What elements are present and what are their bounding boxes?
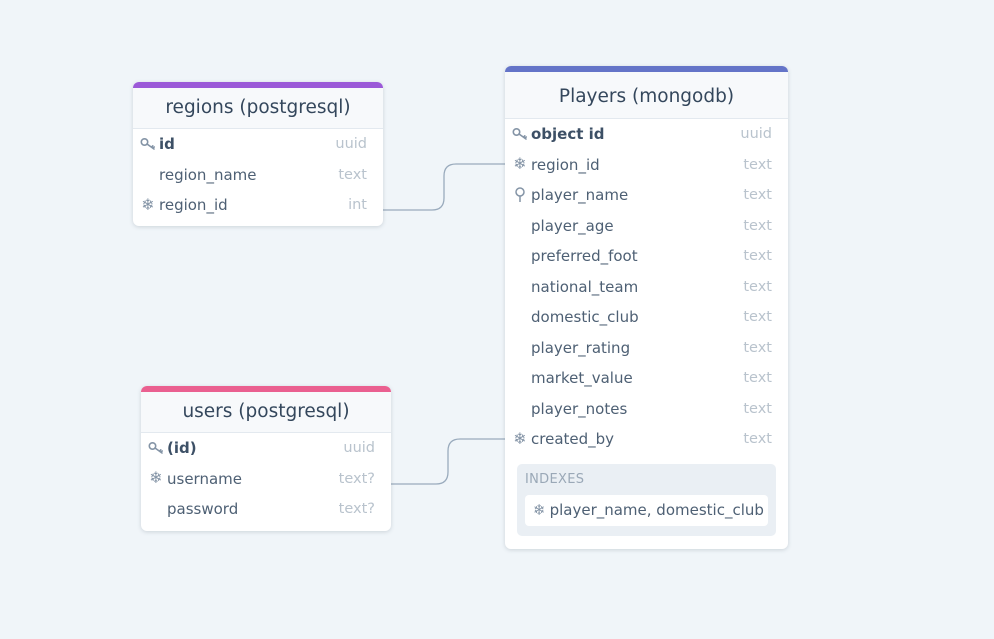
- key-icon: [148, 433, 164, 463]
- field-row[interactable]: player_notes text: [505, 394, 788, 425]
- field-name: region_name: [159, 165, 257, 184]
- field-row[interactable]: password text?: [141, 494, 391, 525]
- field-row[interactable]: preferred_foot text: [505, 241, 788, 272]
- field-type: uuid: [335, 136, 367, 152]
- field-type: text: [743, 431, 772, 447]
- field-name: national_team: [531, 277, 639, 296]
- field-row[interactable]: region_name text: [133, 160, 383, 191]
- key-icon: [140, 129, 156, 159]
- field-name: created_by: [531, 430, 615, 448]
- users-accent-bar: [141, 386, 391, 392]
- field-name: domestic_club: [531, 308, 639, 326]
- field-row[interactable]: (id) uuid: [141, 433, 391, 464]
- field-type: text: [743, 217, 772, 234]
- field-row[interactable]: domestic_club text: [505, 302, 788, 333]
- regions-table[interactable]: regions (postgresql) id uuid region_name te…: [133, 82, 383, 226]
- index-item[interactable]: ❄player_name, domestic_club: [525, 494, 768, 526]
- field-name: (id): [167, 439, 197, 457]
- field-type: text: [743, 156, 772, 173]
- users-table[interactable]: users (postgresql) (id) uuid ❄username text…: [141, 386, 391, 531]
- users-fields: (id) uuid ❄username text? password text?: [141, 433, 391, 525]
- field-type: text: [743, 248, 772, 264]
- field-type: uuid: [740, 126, 772, 142]
- field-row[interactable]: player_age text: [505, 211, 788, 242]
- regions-accent-bar: [133, 82, 383, 88]
- field-row[interactable]: ❄region_id text: [505, 150, 788, 181]
- field-name: object id: [531, 125, 605, 143]
- field-type: text: [743, 278, 772, 295]
- field-name: player_age: [531, 216, 614, 235]
- field-name: player_rating: [531, 338, 631, 357]
- field-row[interactable]: player_name text: [505, 180, 788, 211]
- snowflake-icon: ❄: [149, 468, 163, 488]
- field-row[interactable]: ❄username text?: [141, 464, 391, 495]
- field-row[interactable]: id uuid: [133, 129, 383, 160]
- field-name: username: [167, 469, 242, 488]
- field-name: region_id: [159, 196, 228, 214]
- regions-title: regions (postgresql): [133, 88, 383, 129]
- indexes-section: INDEXES ❄player_name, domestic_club: [517, 463, 776, 536]
- snowflake-icon: ❄: [533, 500, 546, 519]
- field-type: text: [743, 370, 772, 386]
- key-icon: [512, 119, 528, 149]
- field-name: player_notes: [531, 399, 628, 418]
- field-row[interactable]: market_value text: [505, 363, 788, 394]
- snowflake-icon: ❄: [513, 428, 527, 448]
- field-name: password: [167, 500, 239, 518]
- users-title: users (postgresql): [141, 392, 391, 433]
- edge-regions-players: [383, 163, 505, 211]
- field-type: text: [338, 166, 367, 183]
- pin-icon: [512, 180, 528, 210]
- field-name: id: [159, 135, 175, 153]
- field-row[interactable]: player_rating text: [505, 333, 788, 364]
- field-name: market_value: [531, 369, 633, 387]
- field-row[interactable]: object id uuid: [505, 119, 788, 150]
- field-type: int: [348, 197, 367, 213]
- players-title: Players (mongodb): [505, 72, 788, 119]
- field-type: text: [743, 339, 772, 356]
- snowflake-icon: ❄: [513, 154, 527, 174]
- snowflake-icon: ❄: [141, 194, 155, 214]
- regions-fields: id uuid region_name text ❄region_id int: [133, 129, 383, 221]
- field-row[interactable]: ❄created_by text: [505, 424, 788, 455]
- field-type: text: [743, 309, 772, 325]
- field-type: text?: [338, 501, 375, 517]
- field-type: text?: [338, 470, 375, 487]
- edge-users-players: [391, 438, 505, 485]
- field-row[interactable]: ❄region_id int: [133, 190, 383, 221]
- field-type: text: [743, 187, 772, 203]
- field-name: region_id: [531, 155, 600, 174]
- indexes-label: INDEXES: [525, 471, 585, 487]
- field-row[interactable]: national_team text: [505, 272, 788, 303]
- field-name: preferred_foot: [531, 247, 638, 265]
- index-label: player_name, domestic_club: [549, 500, 764, 519]
- field-type: uuid: [343, 440, 375, 456]
- field-type: text: [743, 400, 772, 417]
- players-accent-bar: [505, 66, 788, 72]
- field-name: player_name: [531, 186, 629, 204]
